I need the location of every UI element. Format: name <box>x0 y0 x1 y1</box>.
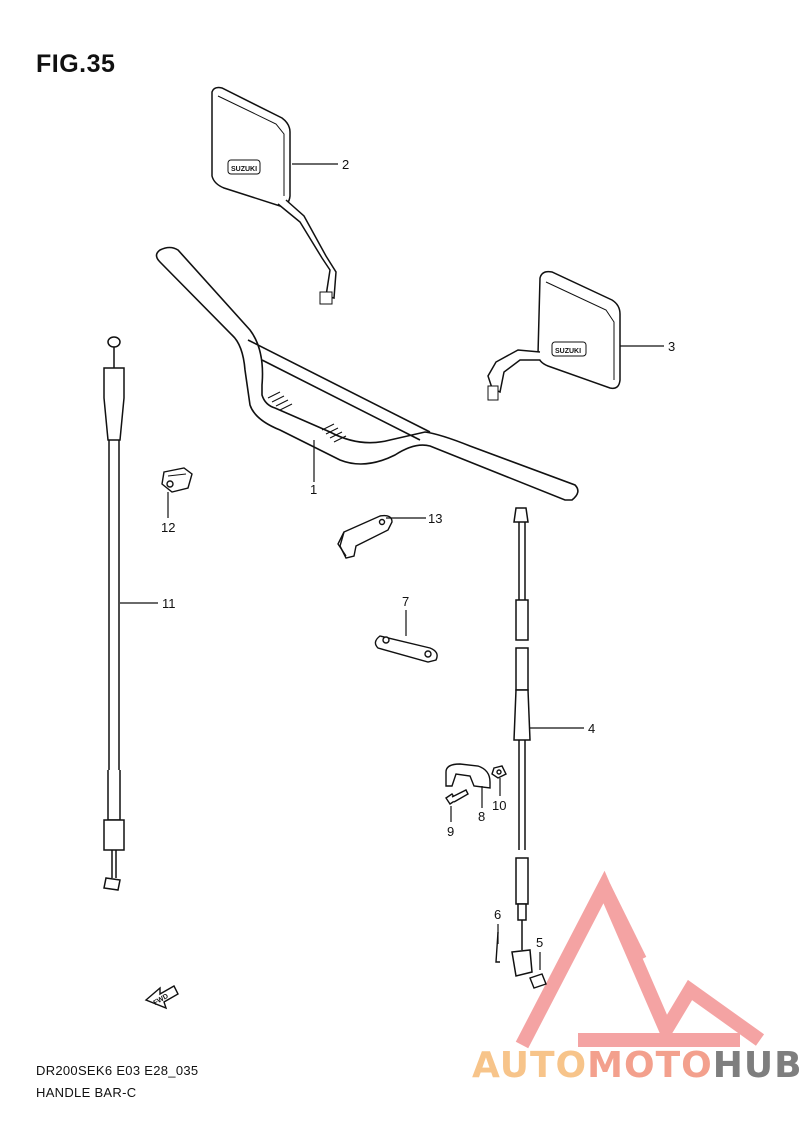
callout-9: 9 <box>447 824 454 839</box>
callout-11: 11 <box>162 596 176 611</box>
nut-part <box>491 765 507 779</box>
watermark-triangle-logo <box>515 870 765 1049</box>
model-code: DR200SEK6 E03 E28_035 <box>36 1063 199 1078</box>
callout-1: 1 <box>310 482 317 497</box>
callout-5: 5 <box>536 935 543 950</box>
lever-bracket-part <box>374 635 438 663</box>
throttle-clamp-part <box>445 763 491 789</box>
watermark-part-hub: HUB <box>712 1045 800 1086</box>
left-mirror-part <box>211 86 337 305</box>
right-mirror-part <box>487 270 621 401</box>
callout-2: 2 <box>342 157 349 172</box>
cotter-pin-part <box>495 931 500 963</box>
callout-7: 7 <box>402 594 409 609</box>
callout-13: 13 <box>428 511 442 526</box>
handlebar-part <box>155 246 579 501</box>
left-mirror-brand-mark: SUZUKI <box>231 166 257 173</box>
bolt-part <box>445 789 469 805</box>
callout-leader-lines <box>120 163 664 970</box>
callout-8: 8 <box>478 809 485 824</box>
section-name: HANDLE BAR-C <box>36 1085 137 1100</box>
callout-10: 10 <box>492 798 506 813</box>
watermark-part-moto: MOTO <box>587 1045 713 1086</box>
callout-12: 12 <box>161 520 175 535</box>
callout-4: 4 <box>588 721 595 736</box>
watermark-part-auto: AUTO <box>472 1045 588 1086</box>
throttle-cable-part <box>511 507 533 977</box>
clutch-cable-part <box>103 336 125 891</box>
right-mirror-brand-mark: SUZUKI <box>555 348 581 355</box>
figure-title: FIG.35 <box>36 50 116 78</box>
watermark-text: AUTOMOTOHUB <box>472 1045 800 1086</box>
cable-clamp-part <box>161 467 193 493</box>
callout-3: 3 <box>668 339 675 354</box>
adjuster-bolt-part <box>529 973 547 989</box>
bracket-part <box>337 514 393 559</box>
callout-6: 6 <box>494 907 501 922</box>
forward-direction-arrow-icon <box>144 985 179 1010</box>
